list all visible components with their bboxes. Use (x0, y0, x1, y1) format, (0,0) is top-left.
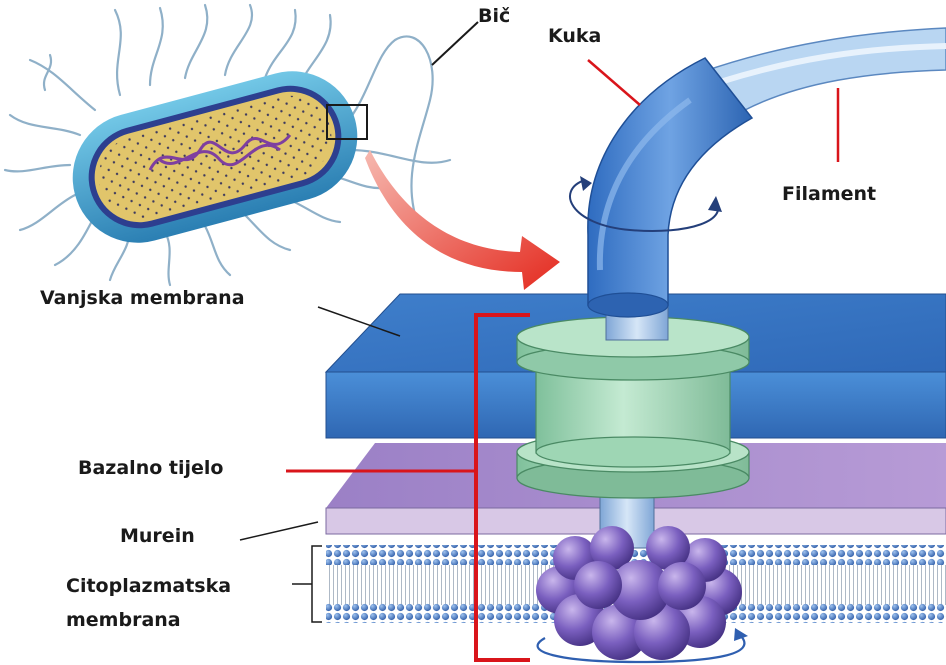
label-filament: Filament (782, 184, 876, 206)
label-citoplazmatska-membrana: membrana (66, 610, 181, 632)
flagellum-hook (588, 58, 752, 317)
flagellum-filament (702, 28, 946, 110)
label-kuka: Kuka (548, 26, 601, 48)
zoom-arrow (365, 150, 560, 290)
label-vanjska-membrana: Vanjska membrana (40, 288, 245, 310)
label-bazalno-tijelo: Bazalno tijelo (78, 458, 223, 480)
bacterium-illustration (5, 5, 450, 285)
label-murein: Murein (120, 526, 195, 548)
label-citoplazmatska: Citoplazmatska (66, 576, 231, 598)
label-bic: Bič (478, 6, 510, 28)
